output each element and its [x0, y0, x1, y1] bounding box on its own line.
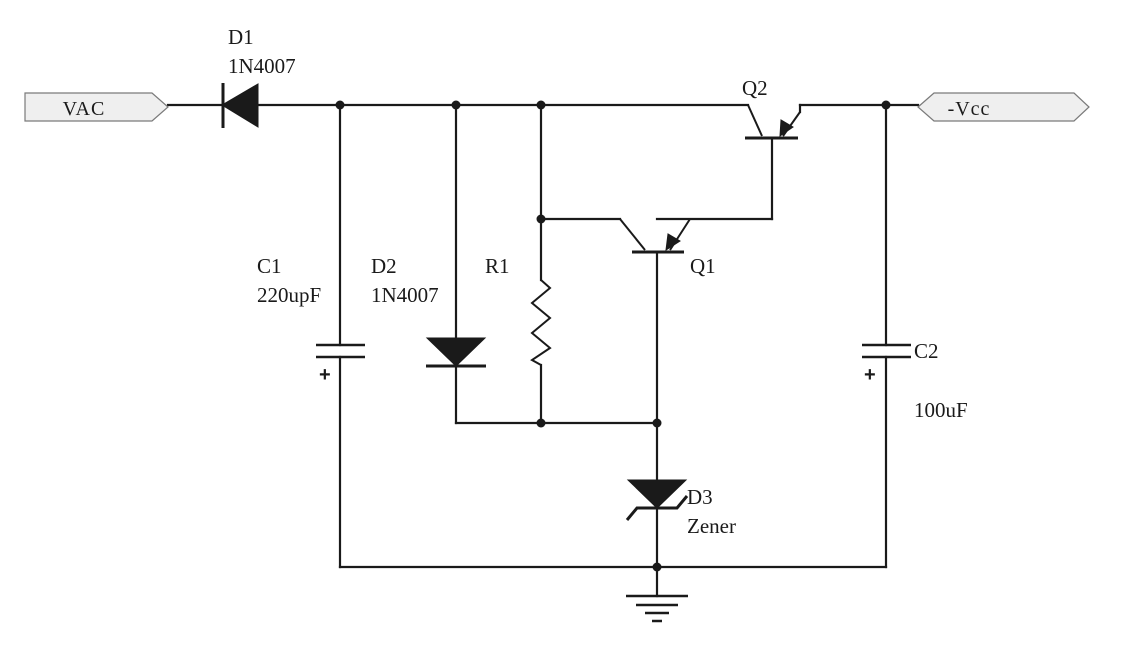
- input-port-shape: [24, 92, 169, 122]
- q1-emitter-arrow: [665, 233, 681, 251]
- junction-dot: [451, 100, 461, 110]
- c1-polarity-mark: +: [319, 364, 331, 386]
- c1-value-label: 220upF: [257, 283, 321, 307]
- d3-triangle: [626, 479, 688, 509]
- r1-zigzag: [530, 279, 552, 366]
- input-port-vac: VAC: [24, 92, 169, 122]
- input-port-label: VAC: [63, 98, 106, 120]
- junction-dot: [536, 100, 546, 110]
- transistor-q2: Q2: [742, 76, 801, 140]
- d3-value-label: Zener: [687, 514, 736, 538]
- junction-dot: [536, 214, 546, 224]
- q2-ref-label: Q2: [742, 76, 768, 100]
- diode-d2: D2 1N4007: [371, 254, 487, 368]
- d1-ref-label: D1: [228, 25, 254, 49]
- junctions: [335, 100, 891, 572]
- d1-anode-triangle: [221, 83, 259, 128]
- d2-ref-label: D2: [371, 254, 397, 278]
- diode-d1: D1 1N4007: [221, 25, 296, 128]
- output-port-vcc: -Vcc: [917, 92, 1090, 122]
- output-port-label: -Vcc: [948, 98, 991, 120]
- d2-triangle: [425, 337, 487, 367]
- q1-collector-lead: [619, 218, 646, 251]
- junction-dot: [335, 100, 345, 110]
- d2-value-label: 1N4007: [371, 283, 439, 307]
- c2-value-label: 100uF: [914, 398, 968, 422]
- q2-emitter-arrow: [779, 119, 794, 137]
- zener-diode-d3: D3 Zener: [625, 479, 736, 538]
- transistor-q1: Q1: [619, 218, 716, 278]
- output-port-shape: [917, 92, 1090, 122]
- junction-dot: [536, 418, 546, 428]
- c1-ref-label: C1: [257, 254, 282, 278]
- d3-zener-bar: [625, 495, 689, 521]
- wires: [166, 103, 920, 598]
- ground-icon: [626, 594, 688, 623]
- r1-ref-label: R1: [485, 254, 510, 278]
- junction-dot: [652, 418, 662, 428]
- d1-value-label: 1N4007: [228, 54, 296, 78]
- capacitor-c1: + C1 220upF: [257, 254, 365, 386]
- d3-ref-label: D3: [687, 485, 713, 509]
- q2-collector-lead: [747, 104, 763, 137]
- resistor-r1: R1: [485, 254, 552, 366]
- c2-ref-label: C2: [914, 339, 939, 363]
- q1-ref-label: Q1: [690, 254, 716, 278]
- junction-dot: [881, 100, 891, 110]
- junction-dot: [652, 562, 662, 572]
- c2-polarity-mark: +: [864, 364, 876, 386]
- capacitor-c2: + C2 100uF: [862, 339, 968, 422]
